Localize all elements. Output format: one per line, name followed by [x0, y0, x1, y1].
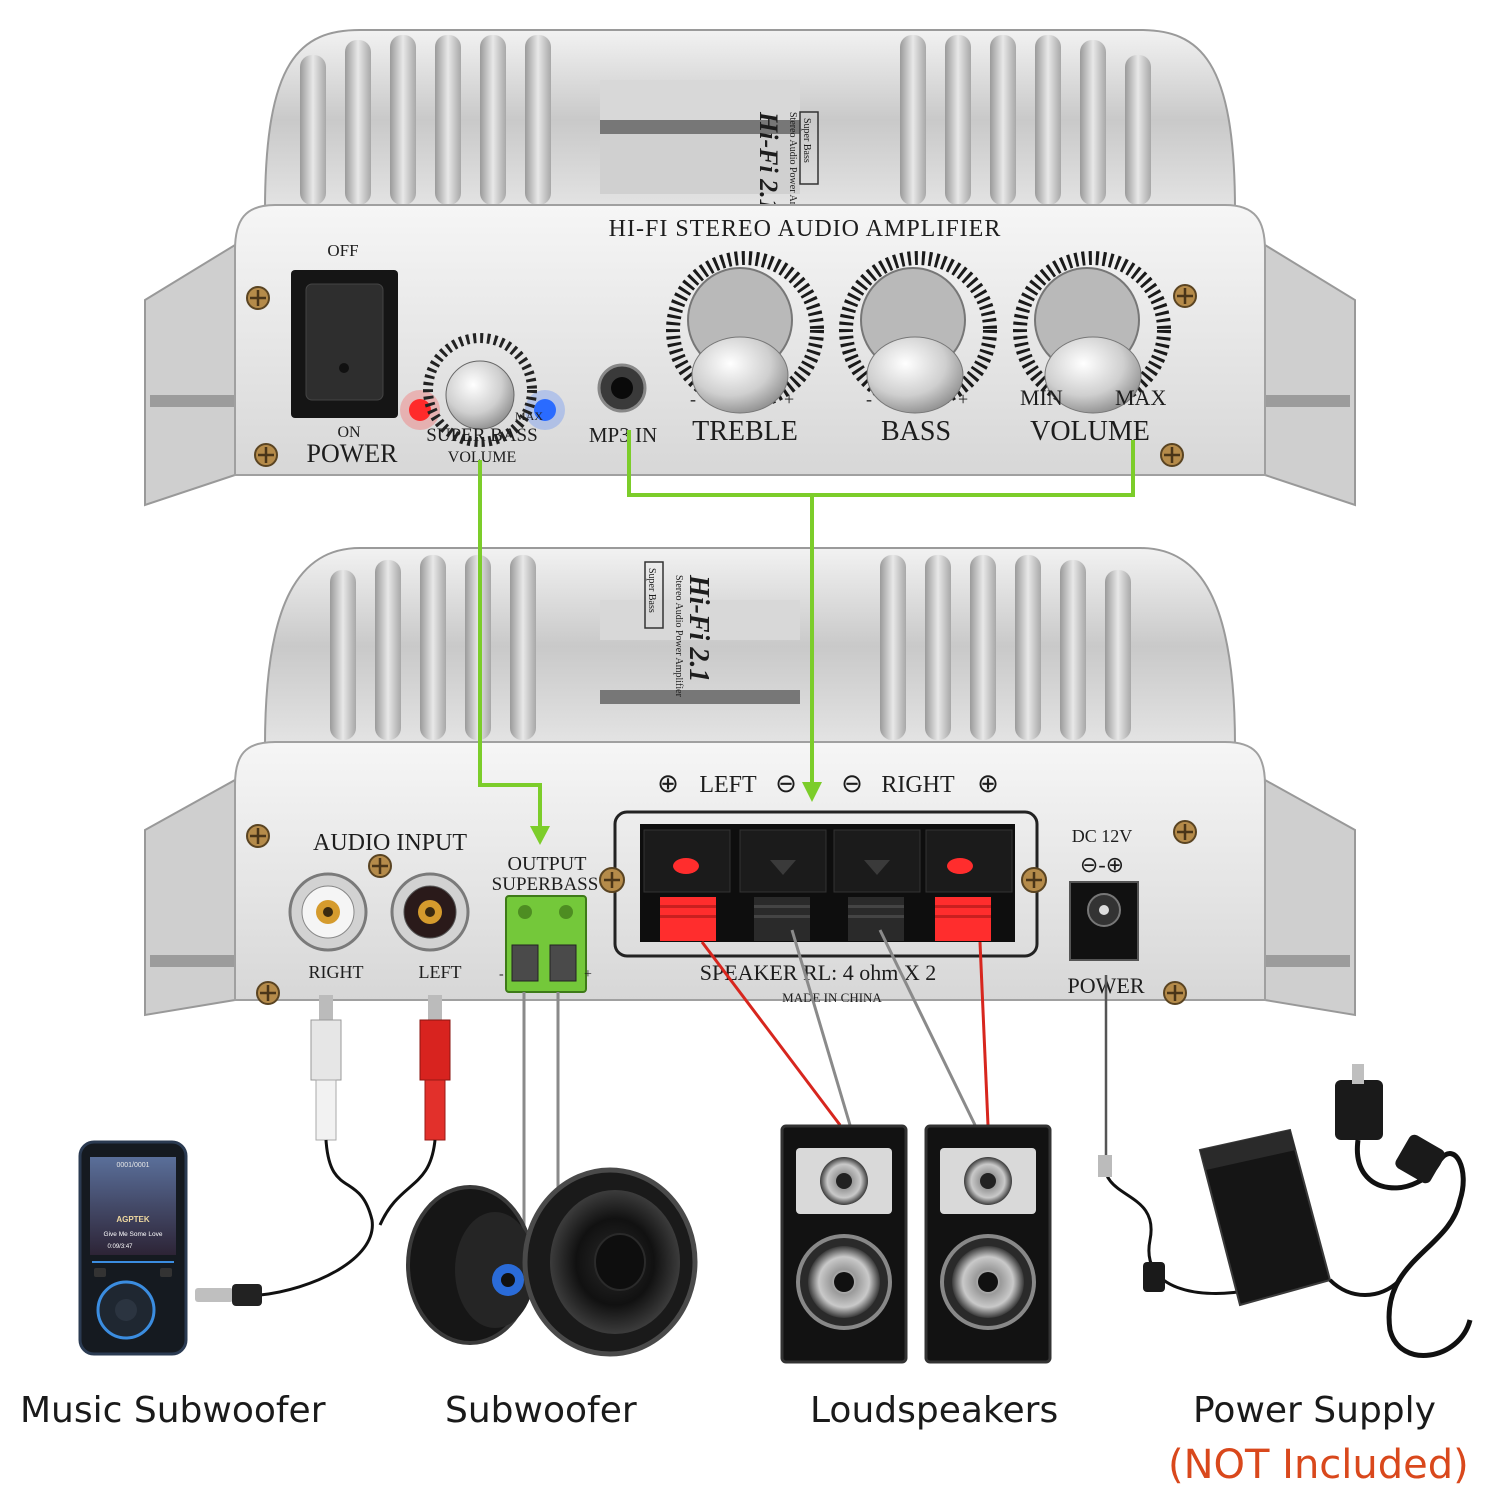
super-bass-volume-label: VOLUME — [448, 449, 516, 466]
left-plus-icon: ⊕ — [657, 769, 679, 798]
power-cord-plug — [1335, 1064, 1473, 1358]
screw-icon — [246, 824, 270, 848]
treble-label: TREBLE — [692, 416, 798, 447]
screw-icon — [254, 443, 278, 467]
left-label: LEFT — [699, 772, 757, 798]
bass-label: BASS — [881, 416, 951, 447]
audio-input-label: AUDIO INPUT — [313, 830, 467, 856]
rear-amplifier: Hi-Fi 2.1 Stereo Audio Power Amplifier S… — [144, 547, 1356, 1017]
loudspeaker-right — [924, 1124, 1052, 1364]
front-brand-plate: Hi-Fi 2.1 Stereo Audio Power Amplifier S… — [754, 111, 819, 235]
subwoofer-back — [406, 1185, 535, 1345]
volume-label: VOLUME — [1030, 416, 1150, 447]
rca-right-label: RIGHT — [309, 962, 364, 982]
screw-icon — [599, 867, 625, 893]
power-label: POWER — [307, 439, 399, 468]
speaker-clip-right-minus[interactable] — [833, 829, 921, 941]
speaker-wires — [522, 929, 1108, 1255]
speaker-clip-right-plus[interactable] — [925, 829, 1013, 941]
front-amplifier: Hi-Fi 2.1 Stereo Audio Power Amplifier S… — [144, 29, 1356, 507]
screw-icon — [1173, 820, 1197, 844]
subwoofer-front — [522, 1167, 698, 1357]
rear-brand: Hi-Fi 2.1 — [683, 574, 714, 682]
dc-voltage-label: DC 12V — [1072, 826, 1133, 846]
speaker-clip-left-plus[interactable] — [643, 829, 731, 941]
terminal-plus-label: + — [584, 967, 592, 982]
not-included-note: (NOT Included) — [1168, 1442, 1469, 1488]
switch-off-label: OFF — [327, 241, 358, 260]
blue-led — [534, 399, 556, 421]
caption-music-subwoofer: Music Subwoofer — [20, 1390, 326, 1431]
volume-knob[interactable] — [1013, 251, 1171, 414]
rca-left-label: LEFT — [419, 962, 462, 982]
mp3-in-jack[interactable] — [597, 363, 647, 413]
right-label: RIGHT — [881, 772, 955, 798]
rca-left-jack[interactable] — [390, 872, 470, 952]
rca-plug-white — [310, 995, 342, 1141]
player-song: Give Me Some Love — [104, 1231, 163, 1238]
dc-polarity-icon: ⊖-⊕ — [1080, 852, 1124, 877]
front-panel-title: HI-FI STEREO AUDIO AMPLIFIER — [609, 216, 1002, 242]
treble-knob[interactable] — [666, 251, 824, 414]
terminal-minus-label: - — [499, 967, 504, 982]
rca-right-jack[interactable] — [288, 872, 368, 952]
front-brand: Hi-Fi 2.1 — [754, 111, 783, 212]
callout-lines — [478, 430, 1135, 845]
output-label: OUTPUT — [508, 853, 587, 875]
volume-min-label: MIN — [1020, 385, 1063, 410]
rca-plug-red — [419, 995, 451, 1141]
mp3-player: 0001/0001 AGPTEK Give Me Some Love 0:09/… — [78, 1140, 188, 1356]
made-in-label: MADE IN CHINA — [782, 990, 882, 1005]
screw-icon — [1173, 284, 1197, 308]
player-brand: AGPTEK — [116, 1215, 150, 1224]
dc-power-jack[interactable] — [1069, 881, 1139, 961]
right-plus-icon: ⊕ — [977, 769, 999, 798]
caption-power-supply: Power Supply — [1193, 1390, 1436, 1431]
superbass-output-terminal[interactable] — [505, 895, 587, 993]
switch-on-label: ON — [337, 424, 361, 441]
screw-icon — [246, 286, 270, 310]
player-time: 0:09/3:47 — [107, 1244, 133, 1250]
aux-plug — [195, 1284, 262, 1306]
rear-badge: Super Bass — [646, 568, 657, 613]
front-brand-subtitle: Stereo Audio Power Amplifier — [787, 112, 798, 235]
power-adapter — [1098, 1128, 1402, 1307]
rear-brand-plate: Hi-Fi 2.1 Stereo Audio Power Amplifier S… — [644, 561, 714, 698]
super-bass-max-label: MAX — [515, 409, 543, 423]
screw-icon — [1021, 867, 1047, 893]
left-minus-icon: ⊖ — [775, 769, 797, 798]
loudspeaker-left — [780, 1124, 908, 1364]
treble-plus: + — [784, 389, 794, 409]
bass-knob[interactable] — [839, 251, 997, 414]
screw-icon — [368, 854, 392, 878]
right-minus-icon: ⊖ — [841, 769, 863, 798]
caption-loudspeakers: Loudspeakers — [810, 1390, 1059, 1431]
screw-icon — [1160, 443, 1184, 467]
super-bass-knob[interactable] — [423, 333, 537, 447]
speaker-clip-left-minus[interactable] — [739, 829, 827, 941]
player-track-counter: 0001/0001 — [116, 1162, 149, 1169]
screw-icon — [256, 981, 280, 1005]
super-bass-label: SUPER BASS — [426, 425, 537, 446]
superbass-label: SUPERBASS — [492, 874, 599, 895]
volume-max-label: MAX — [1115, 385, 1166, 410]
front-badge: Super Bass — [801, 118, 812, 163]
mp3-in-label: MP3 IN — [589, 423, 657, 447]
rear-heatsink-fins — [330, 555, 1131, 740]
treble-minus: - — [690, 389, 696, 409]
caption-subwoofer: Subwoofer — [445, 1390, 637, 1431]
front-heatsink-fins — [300, 35, 1151, 205]
bass-plus: + — [958, 389, 968, 409]
bass-minus: - — [866, 389, 872, 409]
screw-icon — [1163, 981, 1187, 1005]
rear-brand-subtitle: Stereo Audio Power Amplifier — [673, 575, 684, 698]
